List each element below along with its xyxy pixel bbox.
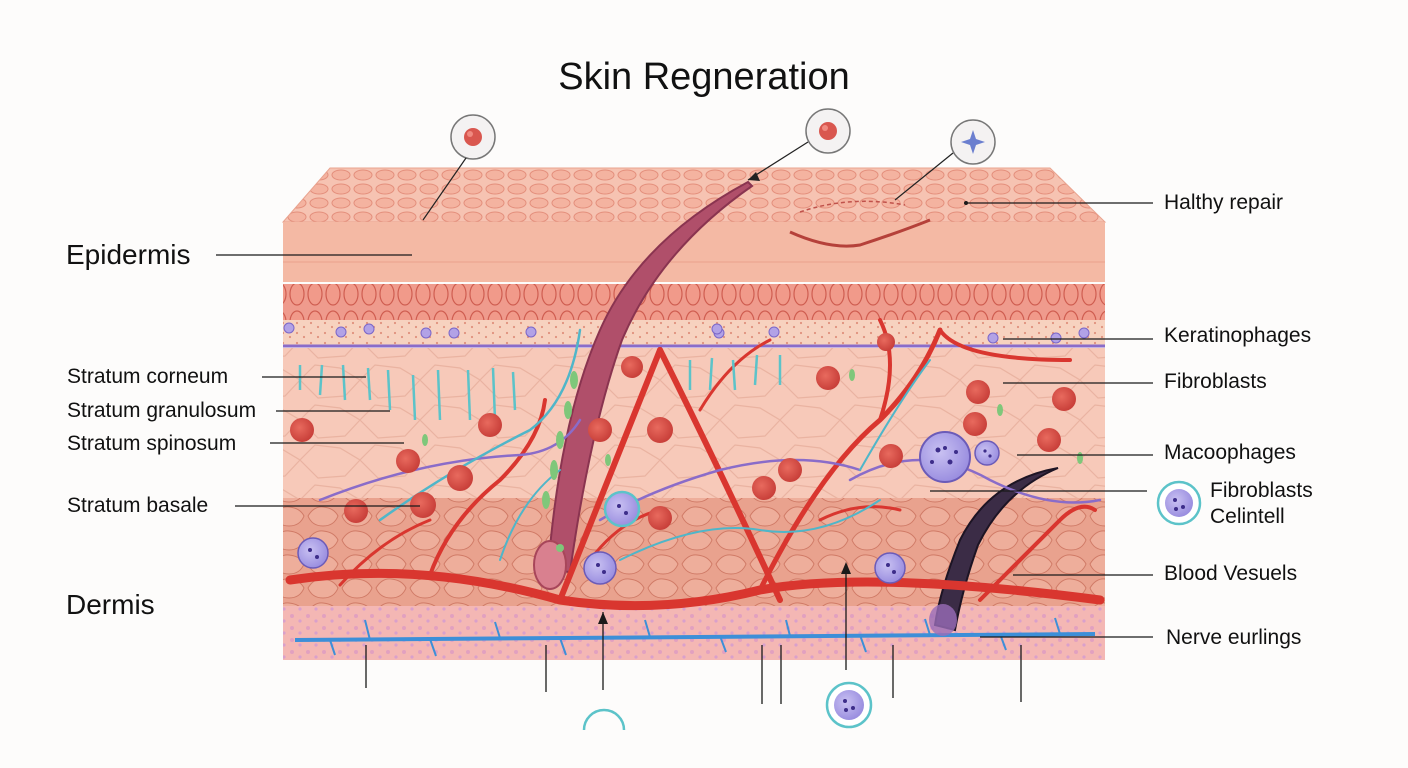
label-keratinophages: Keratinophages <box>1164 325 1311 346</box>
label-macrophages: Macoophages <box>1164 442 1296 463</box>
cell-callout-icon <box>451 115 495 159</box>
diagram-title: Skin Regneration <box>0 58 1408 96</box>
label-stratum-spinosum: Stratum spinosum <box>67 433 236 454</box>
bottom-ring-icon <box>584 710 624 730</box>
label-stratum-corneum: Stratum corneum <box>67 366 228 387</box>
label-blood-vessels: Blood Vesuels <box>1164 563 1297 584</box>
label-epidermis: Epidermis <box>66 241 190 269</box>
cell-callout-icon-2 <box>806 109 850 153</box>
label-fibroblasts: Fibroblasts <box>1164 371 1267 392</box>
label-dermis: Dermis <box>66 591 155 619</box>
label-fibroblasts-cell-1: Fibroblasts <box>1210 480 1313 501</box>
fibroblast-cell-icon <box>1158 482 1200 524</box>
star-cell-callout-icon <box>951 120 995 164</box>
label-fibroblasts-cell-2: Celintell <box>1210 506 1285 527</box>
label-healthy-repair: Halthy repair <box>1164 192 1283 213</box>
macrophage-icon <box>827 683 871 727</box>
label-stratum-granulosum: Stratum granulosum <box>67 400 256 421</box>
keratinophage-layer <box>283 320 1105 346</box>
epidermis-top-face <box>283 168 1105 222</box>
label-nerve-endings: Nerve eurlings <box>1166 627 1301 648</box>
label-stratum-basale: Stratum basale <box>67 495 208 516</box>
stratum-granulosum-layer <box>283 284 1105 320</box>
